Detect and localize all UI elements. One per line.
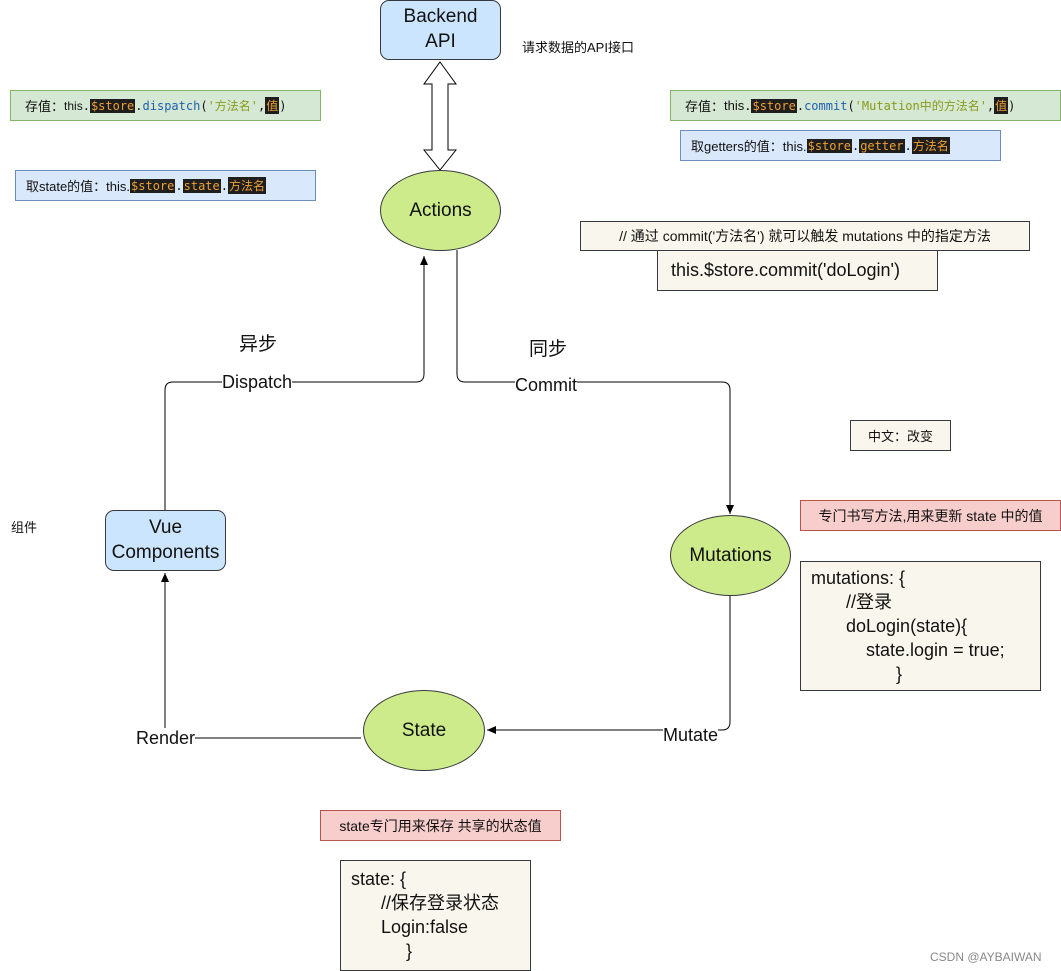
commit-note-dot2: .: [796, 98, 805, 113]
state-note-store: $store: [130, 178, 176, 193]
getters-note-dot2: .: [904, 138, 912, 153]
render-edge: [161, 573, 361, 739]
dispatch-note-method: dispatch: [142, 98, 201, 113]
mutate-edge-label: Mutate: [663, 725, 719, 745]
commit-edge: [456, 250, 734, 514]
state-note-dot2: .: [220, 178, 228, 193]
dispatch-note-open: (: [200, 98, 208, 113]
state-node[interactable]: State: [363, 690, 485, 771]
state-value-note: 取state的值：this.$store.state.方法名: [15, 170, 316, 201]
commit-note: 存值： this.$store.commit('Mutation中的方法名',值…: [670, 90, 1061, 121]
watermark: CSDN @AYBAIWAN: [930, 950, 1042, 964]
commit-note-dot1: .: [744, 98, 752, 113]
state-note-prefix: 取state的值：this.: [26, 179, 131, 194]
async-label: 异步: [239, 334, 278, 355]
dispatch-edge-label: Dispatch: [222, 372, 293, 392]
dispatch-note: 存值： this.$store.dispatch('方法名',值): [10, 90, 321, 121]
api-actions-double-arrow: [422, 61, 458, 171]
commit-comment-note: // 通过 commit('方法名') 就可以触发 mutations 中的指定…: [580, 221, 1030, 251]
backend-api-label: Backend API: [403, 6, 478, 52]
state-label: State: [401, 719, 447, 741]
dispatch-note-prefix: 存值：: [25, 99, 65, 114]
commit-note-arg: 'Mutation中的方法名': [854, 99, 987, 113]
vue-components-node[interactable]: Vue Components: [105, 510, 226, 571]
api-description: 请求数据的API接口: [522, 40, 634, 55]
component-label: 组件: [11, 520, 38, 535]
actions-label: Actions: [409, 199, 472, 221]
state-note-name: 方法名: [227, 177, 266, 194]
mutations-label: Mutations: [689, 544, 772, 566]
mutate-edge: [487, 596, 731, 734]
commit-note-store: $store: [751, 98, 797, 113]
dispatch-note-value: 值: [265, 97, 280, 114]
state-code-box: state: { //保存登录状态 Login:false }: [340, 860, 531, 971]
mutations-description-note: 专门书写方法,用来更新 state 中的值: [800, 500, 1061, 531]
chinese-change-note: 中文：改变: [850, 420, 951, 451]
dispatch-note-arg: '方法名': [207, 99, 259, 113]
commit-note-close: ): [1008, 98, 1016, 113]
getters-note: 取getters的值：this.$store.getter.方法名: [680, 130, 1001, 161]
state-note-dot1: .: [175, 178, 183, 193]
commit-code-note: this.$store.commit('doLogin'): [657, 250, 938, 291]
backend-api-node[interactable]: Backend API: [380, 0, 501, 60]
mutations-node[interactable]: Mutations: [670, 515, 791, 596]
sync-label: 同步: [529, 339, 568, 360]
getters-note-prefix: 取getters的值：this.: [691, 139, 807, 154]
dispatch-note-store: $store: [89, 98, 136, 113]
actions-node[interactable]: Actions: [380, 170, 501, 251]
mutations-code-box: mutations: { //登录 doLogin(state){ state.…: [800, 561, 1041, 691]
commit-note-value: 值: [994, 97, 1009, 114]
state-description-note: state专门用来保存 共享的状态值: [320, 810, 561, 841]
getters-note-key: getter: [859, 138, 905, 153]
dispatch-edge: [164, 256, 428, 510]
dispatch-note-this: this: [64, 98, 83, 113]
getters-note-store: $store: [806, 138, 852, 153]
commit-note-prefix: 存值：: [685, 99, 725, 114]
vue-components-label: Vue Components: [111, 516, 220, 563]
getters-note-dot1: .: [851, 138, 860, 153]
dispatch-note-dot2: .: [135, 98, 143, 113]
commit-note-open: (: [847, 98, 855, 113]
commit-note-comma: ,: [986, 98, 995, 113]
state-note-key: state: [182, 178, 221, 193]
render-edge-label: Render: [136, 728, 196, 748]
dispatch-note-dot1: .: [82, 98, 90, 113]
dispatch-note-close: ): [279, 98, 287, 113]
commit-note-method: commit: [804, 98, 848, 113]
commit-note-this: this: [724, 98, 745, 113]
getters-note-name: 方法名: [911, 137, 950, 154]
commit-edge-label: Commit: [515, 375, 577, 395]
dispatch-note-comma: ,: [258, 98, 266, 113]
